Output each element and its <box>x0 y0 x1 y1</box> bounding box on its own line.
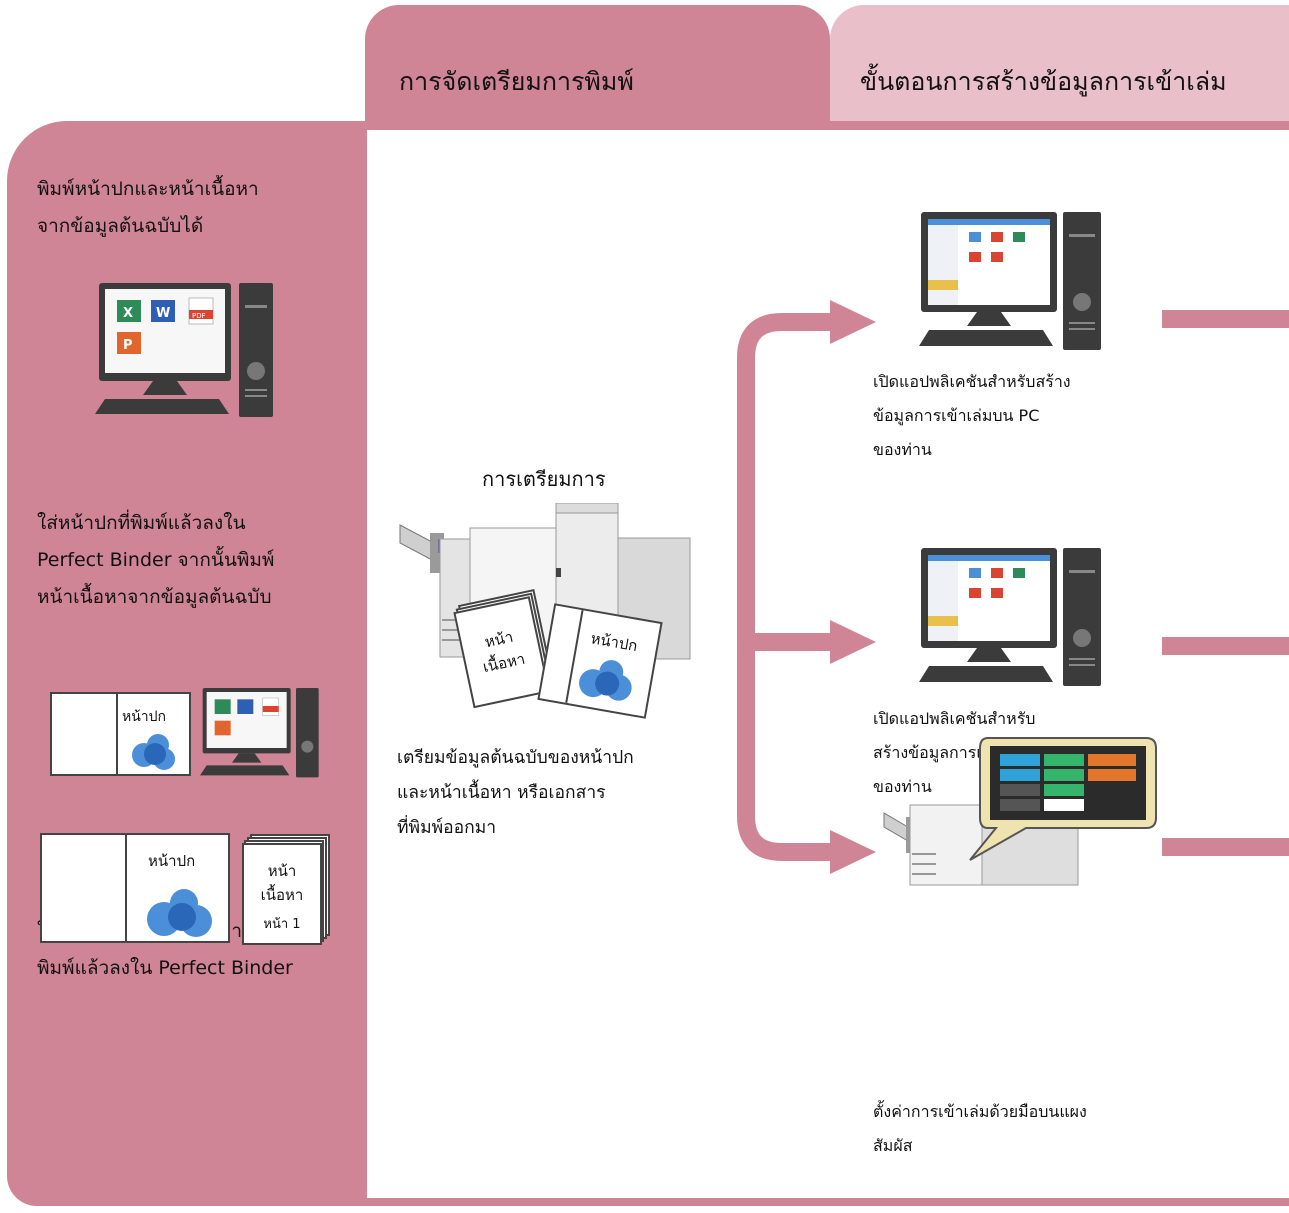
step2-line1: เปิดแอปพลิเคชันสำหรับ <box>873 709 1036 728</box>
option1-line1: พิมพ์หน้าปกและหน้าเนื้อหา <box>37 178 259 200</box>
color-bubbles-icon <box>132 734 175 770</box>
cover-label: หน้าปก <box>122 709 167 725</box>
preparation-desc-line2: และหน้าเนื้อหา หรือเอกสาร <box>397 783 606 803</box>
printed-cover-sheet: หน้าปก <box>50 692 191 776</box>
printed-cover-sheet-large: หน้าปก <box>40 833 230 943</box>
branch-arrows <box>737 300 876 874</box>
option1-line2: จากข้อมูลต้นฉบับได้ <box>37 215 204 237</box>
option2-line2: Perfect Binder จากนั้นพิมพ์ <box>37 549 275 571</box>
svg-text:PDF: PDF <box>192 312 206 320</box>
desktop-pc-icon: X W PDF P <box>95 283 273 417</box>
cover-sheet-tilted: หน้าปก <box>537 603 663 719</box>
step1-line3: ของท่าน <box>873 440 932 459</box>
desktop-pc-small-icon <box>200 688 319 778</box>
tab-binding-data-steps-label: ขั้นตอนการสร้างข้อมูลการเข้าเล่ม <box>860 67 1227 96</box>
option3-line2: พิมพ์แล้วลงใน Perfect Binder <box>37 957 293 979</box>
cover-label: หน้าปก <box>148 852 196 870</box>
tab-print-preparation: การจัดเตรียมการพิมพ์ <box>365 5 830 130</box>
step2-line3: ของท่าน <box>873 777 932 796</box>
tab-print-preparation-label: การจัดเตรียมการพิมพ์ <box>399 67 634 96</box>
option2-description: ใส่หน้าปกที่พิมพ์แล้วลงใน Perfect Binder… <box>37 505 274 616</box>
desktop-pc-app-icon <box>919 548 1101 686</box>
arrow-head-2 <box>830 620 876 664</box>
step3-line1: ตั้งค่าการเข้าเล่มด้วยมือบนแผง <box>873 1102 1087 1121</box>
step1-description: เปิดแอปพลิเคชันสำหรับสร้าง ข้อมูลการเข้า… <box>873 365 1071 467</box>
step2-continue-arrow <box>1162 637 1289 655</box>
preparation-desc-line3: ที่พิมพ์ออกมา <box>397 818 497 838</box>
page-number-label: หน้า 1 <box>263 917 301 932</box>
svg-text:X: X <box>123 306 133 321</box>
arrow-head-3 <box>830 830 876 874</box>
svg-text:W: W <box>156 306 170 321</box>
option2-line1: ใส่หน้าปกที่พิมพ์แล้วลงใน <box>37 512 246 534</box>
preparation-description: เตรียมข้อมูลต้นฉบับของหน้าปก และหน้าเนื้… <box>397 741 634 846</box>
word-icon <box>151 300 175 322</box>
option1-description: พิมพ์หน้าปกและหน้าเนื้อหา จากข้อมูลต้นฉบ… <box>37 171 259 245</box>
step3-line2: สัมผัส <box>873 1136 913 1155</box>
powerpoint-icon <box>117 332 141 354</box>
step1-line1: เปิดแอปพลิเคชันสำหรับสร้าง <box>873 372 1071 391</box>
header-band <box>365 121 1289 130</box>
svg-text:P: P <box>123 338 133 353</box>
tab-binding-data-steps: ขั้นตอนการสร้างข้อมูลการเข้าเล่ม <box>830 5 1289 130</box>
color-bubbles-icon <box>147 889 212 937</box>
step3-continue-arrow <box>1162 838 1289 856</box>
preparation-title: การเตรียมการ <box>482 467 606 491</box>
touch-panel-callout <box>969 737 1157 861</box>
preparation-desc-line1: เตรียมข้อมูลต้นฉบับของหน้าปก <box>397 748 634 768</box>
bottom-band <box>365 1198 1289 1206</box>
step1-line2: ข้อมูลการเข้าเล่มบน PC <box>873 406 1040 425</box>
body-label-line1: หน้า <box>267 862 297 880</box>
desktop-pc-app-icon <box>919 212 1101 350</box>
step1-continue-arrow <box>1162 310 1289 328</box>
excel-icon <box>117 300 141 322</box>
option2-line3: หน้าเนื้อหาจากข้อมูลต้นฉบับ <box>37 586 272 608</box>
arrow-head-1 <box>830 300 876 344</box>
step3-description: ตั้งค่าการเข้าเล่มด้วยมือบนแผง สัมผัส <box>873 1095 1087 1163</box>
color-bubbles-icon <box>579 660 632 701</box>
body-pages-stack: หน้า เนื้อหา หน้า 1 <box>242 834 334 946</box>
body-label-line2: เนื้อหา <box>260 886 304 904</box>
